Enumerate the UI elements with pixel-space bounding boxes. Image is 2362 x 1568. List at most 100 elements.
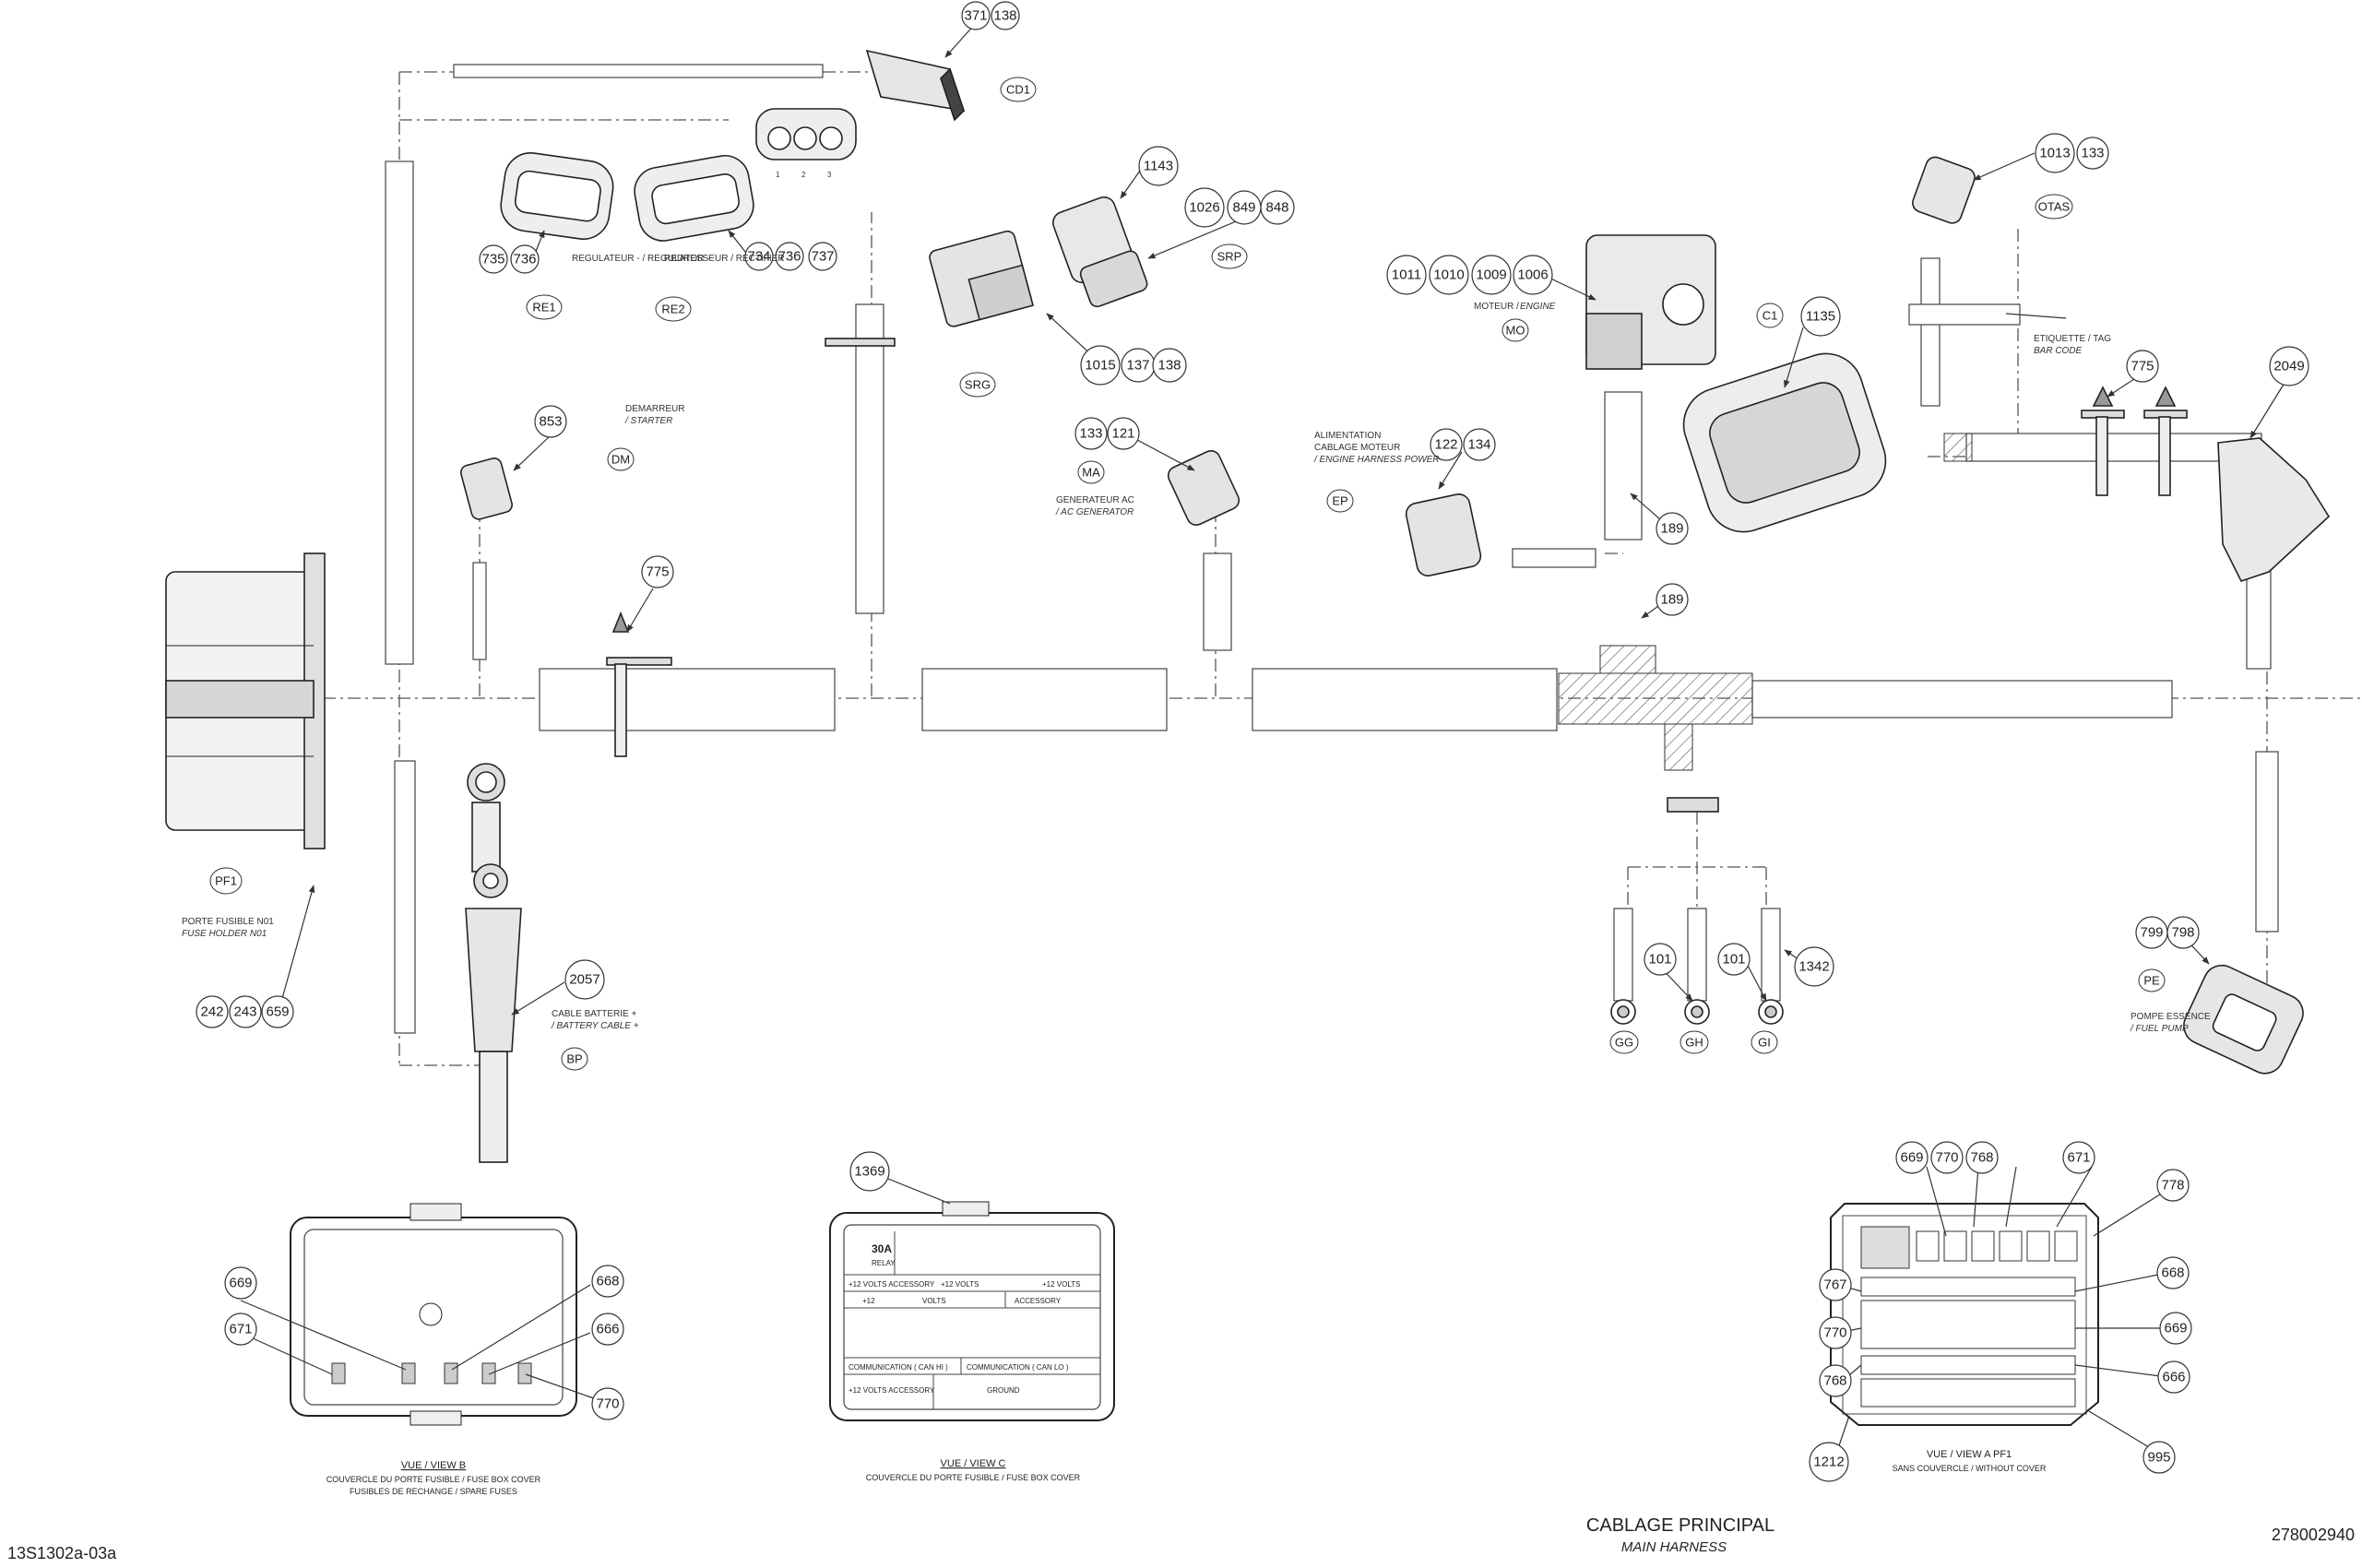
- label-power-fr2: CABLAGE MOTEUR: [1314, 443, 1400, 453]
- ground-terminals: [1610, 999, 1784, 1025]
- junction-block: [1558, 433, 1973, 771]
- callout-768: 768: [1970, 1150, 1993, 1166]
- view-b-caption-1: COUVERCLE DU PORTE FUSIBLE / FUSE BOX CO…: [326, 1475, 541, 1484]
- code-re1: RE1: [532, 301, 555, 315]
- view-c-fuse-cover: [829, 1201, 1115, 1421]
- callout-659: 659: [266, 1004, 289, 1020]
- view-c-volts-b: +12 VOLTS: [1042, 1280, 1080, 1289]
- view-c-ground: GROUND: [987, 1386, 1020, 1395]
- label-engine-fr: MOTEUR /: [1474, 302, 1519, 312]
- label-tag-en: BAR CODE: [2034, 346, 2083, 356]
- callout-671: 671: [229, 1322, 252, 1337]
- boot-2049-body: [2217, 437, 2331, 582]
- callout-122: 122: [1434, 437, 1457, 453]
- ties-775: [606, 338, 2188, 813]
- callout-2057: 2057: [569, 972, 599, 988]
- label-battery-cable-en: / BATTERY CABLE +: [551, 1021, 639, 1031]
- label-fuel-pump-en: / FUEL PUMP: [2130, 1024, 2189, 1034]
- callout-243: 243: [233, 1004, 256, 1020]
- page-subtitle: MAIN HARNESS: [1621, 1539, 1727, 1555]
- callout-798: 798: [2171, 925, 2194, 941]
- code-srp: SRP: [1217, 250, 1242, 264]
- view-c-volts-a: +12 VOLTS: [941, 1280, 979, 1289]
- callout-737: 737: [811, 249, 834, 265]
- callout-137: 137: [1126, 358, 1149, 374]
- view-a-caption: SANS COUVERCLE / WITHOUT COVER: [1893, 1464, 2047, 1473]
- code-gg: GG: [1615, 1036, 1633, 1050]
- connector-pe-body: [2183, 964, 2304, 1075]
- pin-3: 3: [827, 171, 832, 179]
- callout-735: 735: [481, 252, 504, 267]
- callout-671: 671: [2067, 1150, 2090, 1166]
- view-c-accessory-bottom: +12 VOLTS ACCESSORY: [849, 1386, 935, 1395]
- callout-770: 770: [1823, 1325, 1846, 1341]
- label-fuel-pump-fr: POMPE ESSENCE: [2131, 1012, 2211, 1022]
- callout-775: 775: [2131, 359, 2154, 374]
- callout-669: 669: [2164, 1321, 2187, 1336]
- view-c-accessory-top: +12 VOLTS ACCESSORY: [849, 1280, 935, 1289]
- code-bp: BP: [566, 1052, 582, 1066]
- callout-770: 770: [1935, 1150, 1958, 1166]
- connector-srg-body: [929, 230, 1034, 327]
- callout-668: 668: [2161, 1265, 2184, 1281]
- connector-ep-body: [1405, 493, 1482, 576]
- callout-666: 666: [2162, 1370, 2185, 1385]
- callout-1010: 1010: [1433, 267, 1464, 283]
- callout-734: 734: [747, 249, 770, 265]
- callout-1212: 1212: [1813, 1455, 1844, 1470]
- callout-2049: 2049: [2273, 359, 2304, 374]
- pin-2: 2: [801, 171, 806, 179]
- three-pin-connector: [755, 108, 857, 160]
- code-mo: MO: [1506, 324, 1525, 338]
- view-c-volts-c: VOLTS: [922, 1297, 946, 1305]
- view-a-fuse-holder: [1830, 1203, 2099, 1426]
- code-gi: GI: [1758, 1036, 1771, 1050]
- label-tag-fr: ETIQUETTE / TAG: [2034, 334, 2111, 344]
- callout-1342: 1342: [1798, 959, 1829, 975]
- view-c-accessory: ACCESSORY: [1015, 1297, 1062, 1305]
- callout-1009: 1009: [1476, 267, 1506, 283]
- view-b-caption-2: FUSIBLES DE RECHANGE / SPARE FUSES: [350, 1487, 517, 1496]
- callout-242: 242: [200, 1004, 223, 1020]
- callout-666: 666: [596, 1322, 619, 1337]
- leader-lines: [240, 22, 2290, 1463]
- callout-768: 768: [1823, 1373, 1846, 1389]
- label-battery-cable-fr: CABLE BATTERIE +: [552, 1009, 637, 1019]
- callout-133: 133: [2081, 146, 2104, 161]
- callout-668: 668: [596, 1274, 619, 1289]
- connector-re1-body: [500, 152, 614, 240]
- callout-736: 736: [777, 249, 801, 265]
- connector-mo-body: [1585, 234, 1716, 370]
- label-power-fr1: ALIMENTATION: [1314, 431, 1381, 441]
- callout-669: 669: [1900, 1150, 1923, 1166]
- view-c-title: VUE / VIEW C: [941, 1458, 1006, 1469]
- view-c-can-hi: COMMUNICATION ( CAN HI ): [849, 1363, 948, 1372]
- label-starter-fr: DEMARREUR: [625, 404, 684, 414]
- label-starter-en: / STARTER: [624, 416, 672, 426]
- view-a-title: VUE / VIEW A PF1: [1927, 1449, 2012, 1460]
- callout-736: 736: [513, 252, 536, 267]
- callout-numbers: 371 138 735 736 734 736 737 1143 1026 84…: [200, 8, 2304, 1470]
- callout-767: 767: [1823, 1277, 1846, 1293]
- label-rectifier: REDRESSEUR / RECTIFIER: [664, 254, 785, 264]
- callout-1013: 1013: [2039, 146, 2070, 161]
- callout-1369: 1369: [854, 1164, 884, 1180]
- view-b-title: VUE / VIEW B: [401, 1460, 466, 1471]
- callout-121: 121: [1111, 426, 1134, 442]
- view-b-fuse-cover: [290, 1203, 577, 1426]
- label-fuse-holder-fr: PORTE FUSIBLE N01: [182, 917, 274, 927]
- connector-drawings: [165, 49, 2331, 1163]
- callout-133: 133: [1079, 426, 1102, 442]
- connector-dm-body: [459, 457, 513, 520]
- callout-1011: 1011: [1392, 267, 1421, 283]
- view-captions: VUE / VIEW B COUVERCLE DU PORTE FUSIBLE …: [326, 1449, 2047, 1496]
- callout-1015: 1015: [1085, 358, 1115, 374]
- callout-778: 778: [2161, 1178, 2184, 1194]
- view-c-relay-amps: 30A: [872, 1242, 892, 1255]
- callout-775: 775: [646, 564, 669, 580]
- label-ac-generator-en: / AC GENERATOR: [1055, 507, 1134, 517]
- connector-srp-body: [1052, 196, 1148, 308]
- component-labels: REGULATEUR - / REGULATOR - REDRESSEUR / …: [182, 254, 2211, 1034]
- connector-codes: CD1 RE1 RE2 SRP SRG DM MA MO EP C1 OTAS …: [215, 83, 2160, 1066]
- callout-371: 371: [964, 8, 987, 24]
